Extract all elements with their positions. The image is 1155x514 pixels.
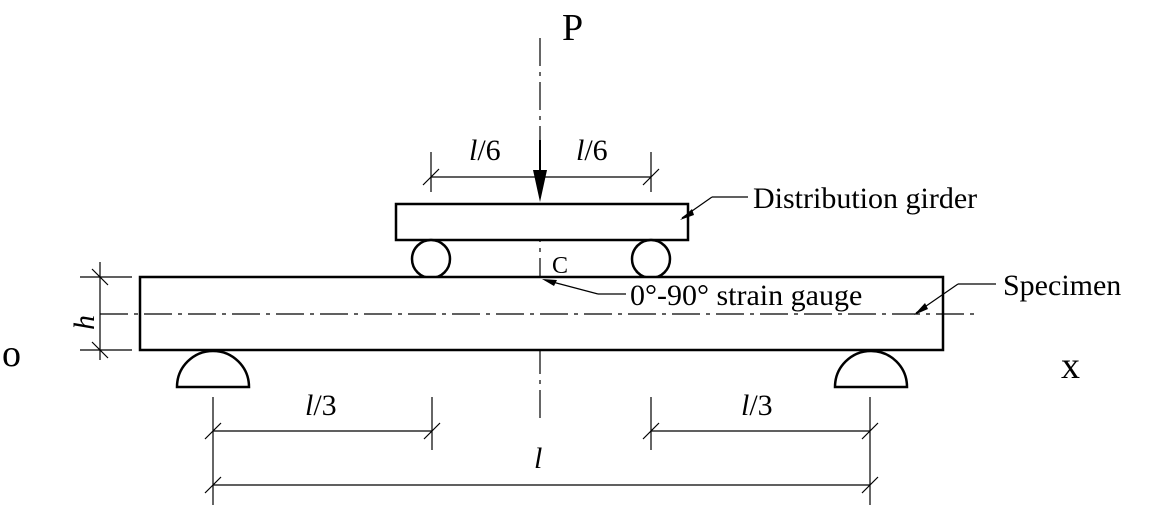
height-label: h (68, 315, 101, 330)
x-axis-label: x (1061, 345, 1080, 387)
dimension-l3-right (642, 397, 879, 450)
point-c-label: C (552, 253, 568, 279)
left-roller (410, 238, 452, 280)
dimension-h (80, 262, 132, 360)
dimension-l6 (422, 152, 660, 192)
load-label: P (562, 7, 583, 49)
right-roller (630, 238, 672, 280)
dimension-l (204, 450, 879, 505)
dimension-l3-left (204, 397, 441, 450)
specimen-leader (914, 283, 996, 315)
origin-label: o (2, 333, 21, 375)
right-support (833, 349, 909, 389)
span-label: l (534, 442, 542, 475)
l3-left-label: l/3 (305, 389, 337, 422)
l3-right-label: l/3 (741, 389, 773, 422)
specimen-label: Specimen (1003, 269, 1121, 302)
l6-left-label: l/6 (469, 134, 501, 167)
girder-leader (680, 196, 748, 220)
l6-right-label: l/6 (576, 134, 608, 167)
girder-label: Distribution girder (753, 182, 977, 215)
gauge-label: 0°-90° strain gauge (630, 279, 862, 312)
gauge-leader (542, 279, 626, 295)
left-support (175, 349, 251, 389)
load-arrow (533, 140, 547, 202)
distribution-girder (394, 202, 690, 242)
